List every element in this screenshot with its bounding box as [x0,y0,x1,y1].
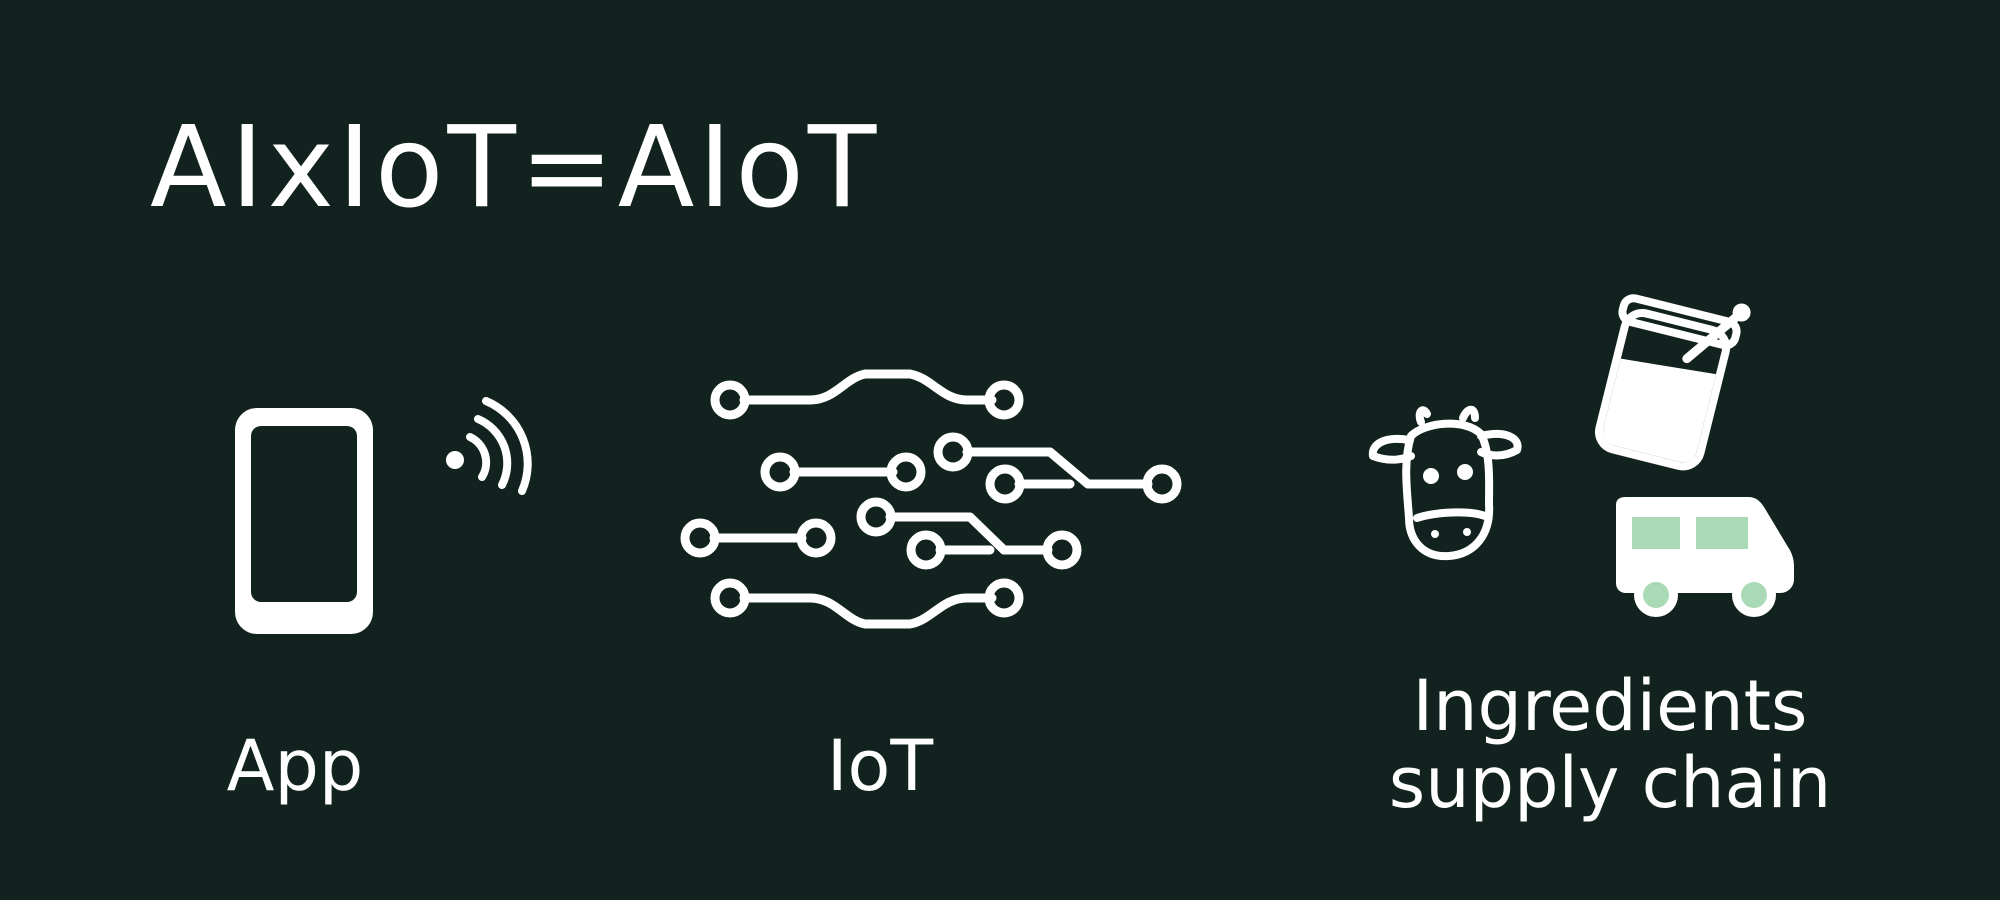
milk-jar-icon [1595,294,1751,471]
cow-icon [1368,405,1522,561]
caption-app: App [226,725,364,807]
caption-ingredients-supply-chain: Ingredients supply chain [1340,668,1880,822]
circuit-board-icon [680,369,1182,629]
smartphone-icon [235,408,373,634]
delivery-truck-icon [1616,497,1794,617]
headline-title: AIxIoT=AIoT [150,103,881,233]
caption-iot: IoT [826,725,934,807]
caption-ingredients-line2: supply chain [1388,742,1832,824]
bottom-border [0,900,2000,908]
caption-ingredients-line1: Ingredients [1412,665,1808,747]
wireless-signal-icon [446,397,532,495]
